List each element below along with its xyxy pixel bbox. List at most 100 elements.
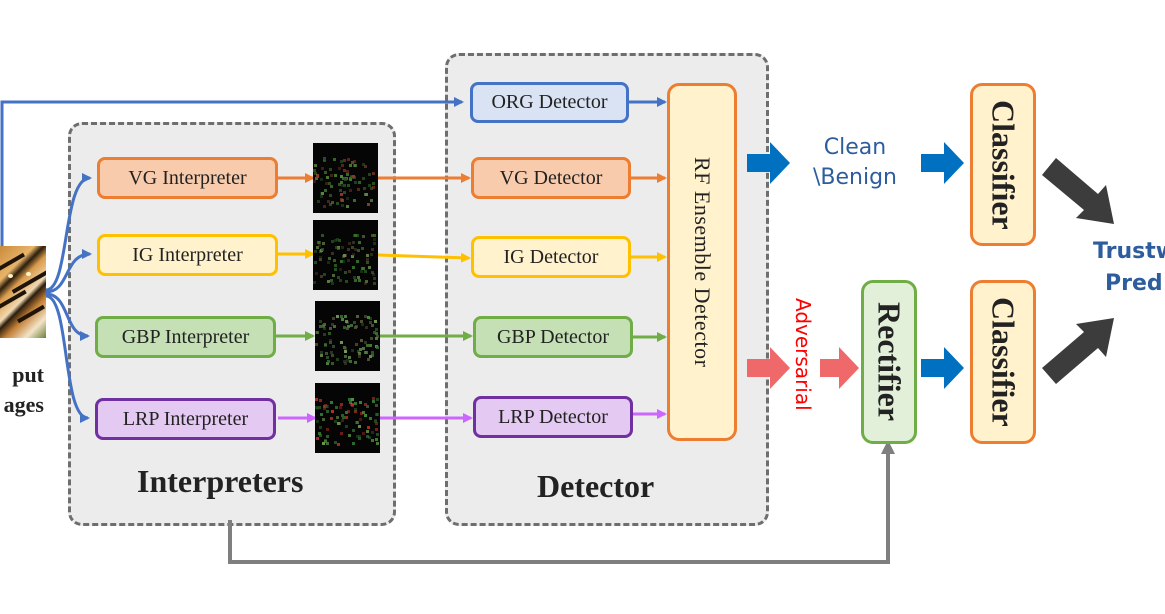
map-texture-dot: [314, 164, 317, 167]
map-texture-dot: [370, 253, 373, 256]
map-texture-dot: [316, 437, 319, 440]
map-texture-dot: [331, 362, 334, 365]
map-texture-dot: [323, 407, 326, 410]
map-texture-dot: [360, 320, 363, 323]
vg-detector: VG Detector: [471, 157, 631, 199]
map-texture-dot: [375, 413, 378, 416]
map-texture-dot: [337, 443, 340, 446]
map-texture-dot: [337, 246, 340, 249]
map-texture-dot: [358, 241, 361, 244]
map-texture-dot: [359, 418, 362, 421]
map-texture-dot: [315, 406, 318, 409]
map-texture-dot: [375, 328, 378, 331]
map-texture-dot: [326, 442, 329, 445]
map-texture-dot: [366, 258, 369, 261]
map-texture-dot: [360, 339, 363, 342]
map-texture-dot: [356, 435, 359, 438]
map-texture-dot: [357, 188, 360, 191]
map-texture-dot: [359, 348, 362, 351]
map-texture-dot: [362, 411, 365, 414]
map-texture-dot: [364, 270, 367, 273]
map-texture-dot: [353, 321, 356, 324]
map-texture-dot: [345, 425, 348, 428]
map-texture-dot: [365, 326, 368, 329]
map-texture-dot: [369, 355, 372, 358]
map-texture-dot: [328, 332, 331, 335]
map-texture-dot: [351, 349, 354, 352]
map-texture-dot: [329, 168, 332, 171]
map-texture-dot: [352, 241, 355, 244]
map-texture-dot: [362, 163, 365, 166]
map-texture-dot: [373, 234, 376, 237]
map-texture-dot: [371, 431, 374, 434]
map-texture-dot: [322, 418, 325, 421]
map-texture-dot: [367, 426, 370, 429]
rf-ensemble-detector: RF Ensemble Detector: [667, 83, 737, 441]
map-texture-dot: [343, 191, 346, 194]
map-texture-dot: [367, 316, 370, 319]
map-texture-dot: [314, 172, 317, 175]
map-texture-dot: [358, 437, 361, 440]
map-texture-dot: [321, 192, 324, 195]
map-texture-dot: [341, 184, 344, 187]
map-texture-dot: [354, 181, 357, 184]
map-texture-dot: [373, 331, 376, 334]
org-detector: ORG Detector: [470, 82, 629, 123]
map-texture-dot: [322, 242, 325, 245]
map-texture-dot: [316, 331, 319, 334]
map-texture-dot: [355, 325, 358, 328]
map-texture-dot: [367, 358, 370, 361]
map-texture-dot: [340, 432, 343, 435]
map-texture-dot: [358, 279, 361, 282]
map-texture-dot: [369, 417, 372, 420]
map-texture-dot: [337, 276, 340, 279]
map-texture-dot: [319, 320, 322, 323]
input-to-vg-arrow: [45, 173, 92, 292]
map-texture-dot: [346, 170, 349, 173]
map-texture-dot: [348, 356, 351, 359]
map-texture-dot: [323, 159, 326, 162]
map-texture-dot: [357, 249, 360, 252]
map-texture-dot: [340, 341, 343, 344]
map-texture-dot: [364, 315, 367, 318]
classifier-bottom: Classifier: [970, 280, 1036, 444]
map-texture-dot: [351, 246, 354, 249]
map-texture-dot: [327, 200, 330, 203]
map-texture-dot: [345, 411, 348, 414]
map-texture-dot: [341, 318, 344, 321]
map-texture-dot: [364, 282, 367, 285]
map-texture-dot: [321, 234, 324, 237]
gbp-interpretation-map: [315, 301, 380, 371]
interpreters-to-rectifier-arrow: [228, 440, 895, 564]
map-texture-dot: [324, 171, 327, 174]
map-texture-dot: [314, 250, 317, 253]
map-texture-dot: [356, 234, 359, 237]
map-texture-dot: [358, 355, 361, 358]
clean-label-line-2: \Benign: [812, 165, 897, 190]
map-texture-dot: [347, 184, 350, 187]
map-texture-dot: [341, 419, 344, 422]
map-texture-dot: [343, 169, 346, 172]
map-texture-dot: [321, 167, 324, 170]
map-texture-dot: [336, 416, 339, 419]
map-texture-dot: [326, 176, 329, 179]
map-texture-dot: [365, 280, 368, 283]
map-texture-dot: [369, 344, 372, 347]
map-texture-dot: [350, 324, 353, 327]
map-texture-dot: [327, 280, 330, 283]
map-texture-dot: [323, 157, 326, 160]
map-texture-dot: [330, 417, 333, 420]
map-texture-dot: [347, 325, 350, 328]
map-texture-dot: [361, 323, 364, 326]
map-texture-dot: [350, 175, 353, 178]
map-texture-dot: [320, 195, 323, 198]
map-texture-dot: [319, 399, 322, 402]
map-texture-dot: [329, 339, 332, 342]
map-texture-dot: [325, 182, 328, 185]
map-texture-dot: [326, 410, 329, 413]
map-texture-dot: [340, 315, 343, 318]
map-texture-dot: [331, 282, 334, 285]
map-texture-dot: [325, 405, 328, 408]
map-texture-dot: [352, 175, 355, 178]
map-texture-dot: [317, 200, 320, 203]
